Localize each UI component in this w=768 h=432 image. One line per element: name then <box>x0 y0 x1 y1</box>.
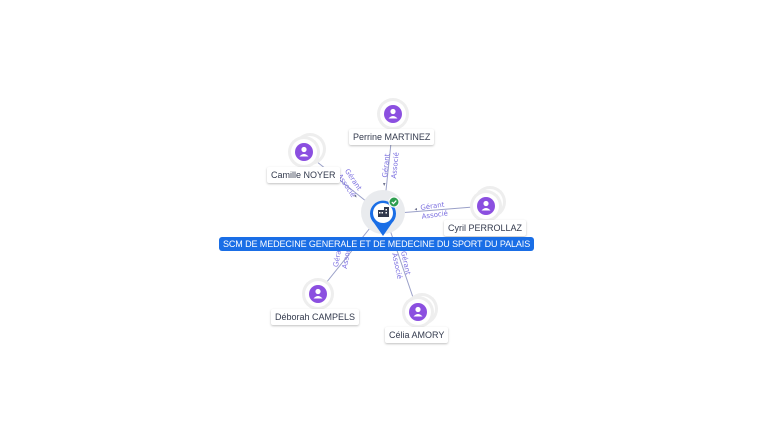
person-node-perrine[interactable] <box>377 98 409 130</box>
person-label-camille[interactable]: Camille NOYER <box>267 167 340 183</box>
user-icon <box>477 197 495 215</box>
svg-text:Associé: Associé <box>390 152 401 179</box>
person-label-deborah[interactable]: Déborah CAMPELS <box>271 309 360 325</box>
person-node-celia[interactable] <box>402 293 438 328</box>
person-label-cyril[interactable]: Cyril PERROLLAZ <box>444 220 527 236</box>
user-icon <box>384 105 402 123</box>
person-label-celia[interactable]: Célia AMORY <box>385 327 449 343</box>
svg-text:Associé: Associé <box>421 209 448 221</box>
check-icon <box>388 196 400 208</box>
person-node-camille[interactable] <box>288 133 326 168</box>
edge-label-cyril: Gérant Associé <box>420 201 449 221</box>
edge-label-celia: Gérant Associé <box>390 250 412 279</box>
person-node-deborah[interactable] <box>302 278 334 310</box>
edge-arrows <box>354 183 417 211</box>
company-label[interactable]: SCM DE MEDECINE GENERALE ET DE MEDECINE … <box>219 237 535 251</box>
edge-label-perrine: Gérant Associé <box>381 152 401 179</box>
company-node[interactable] <box>361 190 405 236</box>
person-node-cyril[interactable] <box>470 186 506 222</box>
person-label-perrine[interactable]: Perrine MARTINEZ <box>349 129 435 145</box>
svg-text:Gérant: Gérant <box>381 153 391 178</box>
edge-label-camille: Gérant Associé <box>336 168 364 199</box>
user-icon <box>295 143 313 161</box>
user-icon <box>309 285 327 303</box>
building-icon <box>378 207 389 217</box>
user-icon <box>409 303 427 321</box>
svg-text:Gérant: Gérant <box>420 201 445 212</box>
